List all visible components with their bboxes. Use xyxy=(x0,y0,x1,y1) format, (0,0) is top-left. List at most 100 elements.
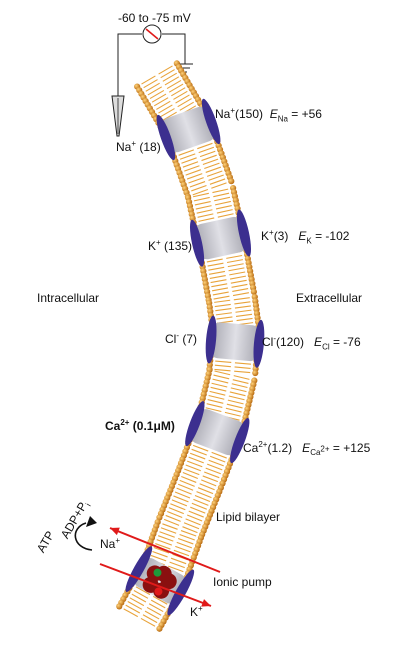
ca-in-conc: (0.1μM) xyxy=(129,419,175,433)
lipid-pair xyxy=(177,460,228,483)
lipid-pair xyxy=(120,595,167,625)
k-in-conc: (135) xyxy=(160,239,193,253)
lipid-pair xyxy=(204,280,256,295)
cl-in-charge: - xyxy=(176,331,180,340)
k-ion: K xyxy=(261,229,270,243)
pump-na-label: Na+ xyxy=(100,536,121,551)
pump-na-site xyxy=(154,587,163,596)
na-e-label: E xyxy=(269,107,278,121)
lipid-pair xyxy=(168,483,218,507)
ion-channel xyxy=(205,315,265,368)
ion-channels xyxy=(156,98,265,464)
channel-disc xyxy=(205,315,217,364)
channel-pore xyxy=(194,216,247,260)
channel-disc xyxy=(156,114,176,161)
ca-e-value: = +125 xyxy=(329,441,371,455)
k-in-charge: + xyxy=(156,238,161,247)
ca-in-charge: 2+ xyxy=(120,418,130,427)
lipid-pair xyxy=(203,276,255,291)
lipid-pair xyxy=(206,298,259,311)
na-e-value: = +56 xyxy=(287,107,322,121)
lipid-pair xyxy=(161,502,210,526)
lipid-pair xyxy=(207,306,260,319)
lipid-pair xyxy=(202,272,254,287)
na-e-sub: Na xyxy=(277,114,288,124)
ca-charge: 2+ xyxy=(258,440,268,449)
lipid-pair xyxy=(173,471,223,495)
lipid-pair xyxy=(156,514,206,538)
voltmeter-reading: -60 to -75 mV xyxy=(118,11,191,25)
na-ion: Na xyxy=(215,107,231,121)
na-conc: (150) xyxy=(235,107,264,121)
cl-extracellular-label: Cl-(120) ECl = -76 xyxy=(262,334,361,352)
na-extracellular-label: Na+(150) ENa = +56 xyxy=(215,106,322,124)
cl-e-sub: Cl xyxy=(322,342,330,352)
ca-extracellular-label: Ca2+(1.2) ECa2+ = +125 xyxy=(243,440,371,458)
lipid-pair xyxy=(170,479,220,503)
cl-in-conc: (7) xyxy=(179,332,198,346)
lipid-pair xyxy=(180,452,231,475)
ca-ion: Ca xyxy=(243,441,259,455)
channel-pore xyxy=(210,322,260,362)
ion-channel xyxy=(189,209,252,267)
lipid-pair xyxy=(134,60,180,90)
lipid-pair xyxy=(174,150,225,172)
ca-conc: (1.2) xyxy=(267,441,293,455)
lipid-pair xyxy=(179,456,229,479)
lipid-pair xyxy=(116,603,163,632)
k-extracellular-label: K+(3) EK = -102 xyxy=(261,228,349,246)
lipid-pair xyxy=(157,510,207,534)
cl-charge: - xyxy=(273,334,277,343)
lipid-pair xyxy=(153,522,203,545)
ca-in-ion: Ca xyxy=(105,419,121,433)
pump-na-arrow xyxy=(99,563,212,607)
k-conc: (3) xyxy=(273,229,289,243)
k-charge: + xyxy=(269,228,274,237)
na-in-conc: (18) xyxy=(136,140,161,154)
cl-e-value: = -76 xyxy=(329,335,361,349)
k-e-sub: K xyxy=(306,236,312,246)
circuit-wire-right xyxy=(162,33,186,64)
cl-in-ion: Cl xyxy=(165,332,177,346)
pump-k-label: K+ xyxy=(190,604,203,619)
lipid-pair xyxy=(153,92,200,123)
lipid-bilayer-label: Lipid bilayer xyxy=(216,510,281,524)
lipid-pair xyxy=(182,170,232,192)
lipid-pair xyxy=(205,288,257,304)
ca-e-label: E xyxy=(302,441,311,455)
lipid-pair xyxy=(206,293,258,307)
pump-disc xyxy=(125,546,153,592)
channel-disc xyxy=(185,401,205,447)
na-in-ion: Na xyxy=(116,140,132,154)
lipid-pair xyxy=(164,494,214,519)
lipid-pair xyxy=(202,383,254,400)
lipid-pair xyxy=(207,302,260,315)
na-charge: + xyxy=(230,106,236,115)
lipid-pair xyxy=(159,506,209,530)
ca-e-sub: Ca2+ xyxy=(310,444,330,458)
lipid-pair xyxy=(206,361,259,372)
ion-channel xyxy=(185,401,250,464)
lipid-pair xyxy=(171,475,221,499)
extracellular-label: Extracellular xyxy=(296,291,363,305)
lipid-pair xyxy=(201,263,253,279)
intracellular-label: Intracellular xyxy=(37,291,100,305)
lipid-pair xyxy=(136,63,183,94)
cl-e-label: E xyxy=(314,335,323,349)
cl-intracellular-label: Cl- (7) xyxy=(165,331,198,346)
channel-disc xyxy=(230,418,250,464)
voltmeter-circuit xyxy=(111,24,193,137)
na-in-charge: + xyxy=(131,139,137,148)
circuit-wire xyxy=(117,33,142,96)
pump-k-arrow xyxy=(109,527,221,573)
lipid-pair xyxy=(162,498,212,523)
lipid-pair xyxy=(176,464,226,487)
atp-arrow-icon xyxy=(74,516,97,551)
k-intracellular-label: K+ (135) xyxy=(148,238,193,253)
ionic-pump-label: Ionic pump xyxy=(213,575,272,589)
channel-disc xyxy=(253,319,265,368)
lipid-pair xyxy=(189,205,241,222)
pump-k-site xyxy=(153,568,162,577)
cl-conc: (120) xyxy=(276,335,305,349)
